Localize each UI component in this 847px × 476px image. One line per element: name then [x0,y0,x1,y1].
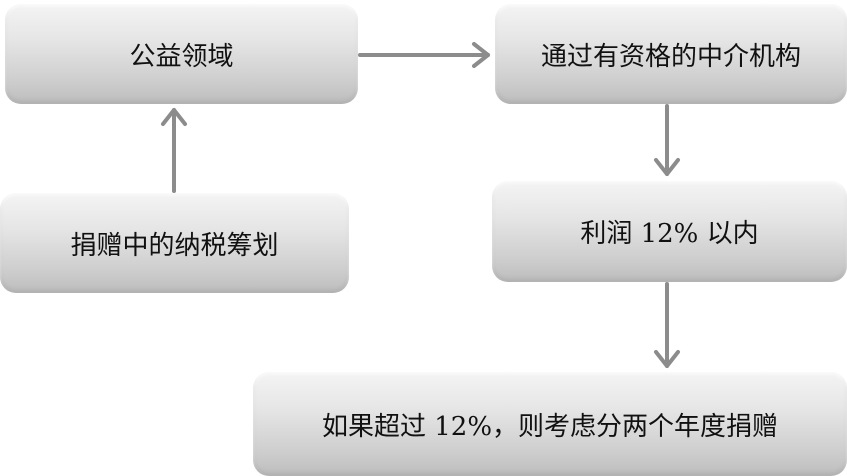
node-split-two-years: 如果超过 12%，则考虑分两个年度捐赠 [253,372,847,476]
node-label: 通过有资格的中介机构 [540,41,801,72]
arrow-down-to-split-years [654,282,680,368]
node-label: 捐赠中的纳税筹划 [70,230,279,261]
node-qualified-intermediary: 通过有资格的中介机构 [495,4,847,104]
arrow-up-to-public-welfare [161,108,187,193]
node-label: 如果超过 12%，则考虑分两个年度捐赠 [321,411,779,442]
node-donation-tax-planning: 捐赠中的纳税筹划 [0,193,349,293]
node-public-welfare: 公益领域 [5,4,358,104]
arrow-down-to-profit-limit [654,104,680,176]
node-profit-within-limit: 利润 12% 以内 [492,181,847,282]
node-label: 利润 12% 以内 [580,219,759,249]
node-label: 公益领域 [129,41,234,72]
arrow-right-to-intermediary [358,42,490,68]
